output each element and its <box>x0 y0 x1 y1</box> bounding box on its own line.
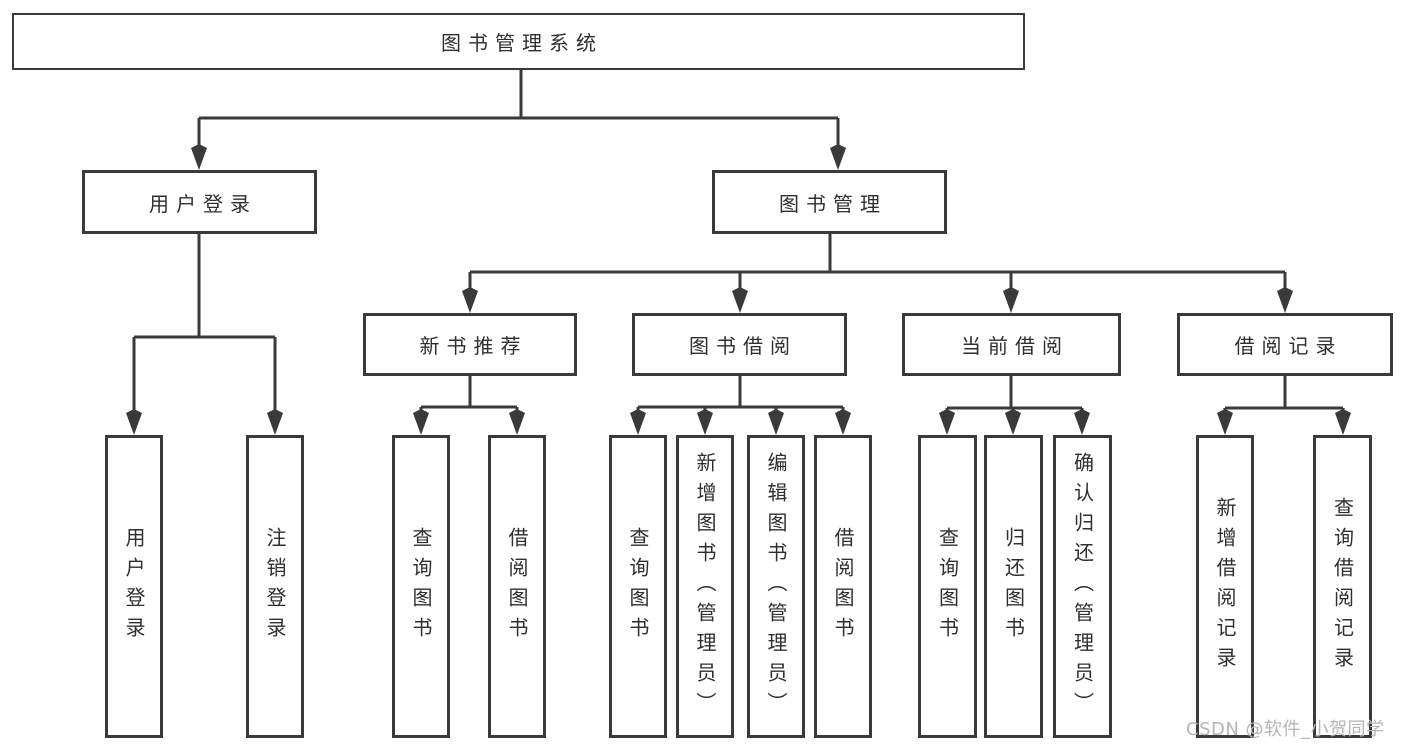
leaf-add-borrow-record: 新增借阅记录 <box>1196 435 1254 738</box>
node-label: 借阅图书 <box>505 526 529 647</box>
leaf-confirm-return-admin: 确认归还（管理员） <box>1053 435 1112 738</box>
arrow-down-icon <box>697 409 713 435</box>
leaf-query-book-current: 查询图书 <box>918 435 977 738</box>
arrow-down-icon <box>830 144 846 170</box>
node-current-borrow: 当前借阅 <box>902 313 1121 376</box>
connector-borrow-record-children <box>1223 376 1345 416</box>
arrow-down-icon <box>939 409 955 435</box>
arrow-down-icon <box>509 409 525 435</box>
leaf-borrow-book: 借阅图书 <box>814 435 872 738</box>
arrow-down-icon <box>1074 409 1090 435</box>
node-label: 图书管理系统 <box>441 31 603 55</box>
arrow-down-icon <box>768 409 784 435</box>
arrow-down-icon <box>1217 409 1233 435</box>
arrow-down-icon <box>191 144 207 170</box>
leaf-query-book-borrow: 查询图书 <box>609 435 667 738</box>
node-book-borrow: 图书借阅 <box>632 313 847 376</box>
arrow-down-icon <box>1005 409 1021 435</box>
arrow-down-icon <box>462 287 478 313</box>
node-label: 归还图书 <box>1001 526 1026 647</box>
arrow-down-icon <box>1335 409 1351 435</box>
node-label: 借阅记录 <box>1234 334 1343 358</box>
node-label: 新增图书（管理员） <box>693 451 717 722</box>
node-label: 图书借阅 <box>689 334 797 358</box>
arrow-down-icon <box>732 287 748 313</box>
arrow-down-icon <box>126 409 142 435</box>
node-label: 查询图书 <box>409 526 433 647</box>
leaf-logout: 注销登录 <box>246 435 304 738</box>
node-label: 当前借阅 <box>961 334 1069 358</box>
node-label: 新增借阅记录 <box>1213 496 1237 677</box>
connector-new-book-children <box>419 376 519 416</box>
node-label: 编辑图书（管理员） <box>764 451 788 722</box>
leaf-add-book-admin: 新增图书（管理员） <box>676 435 734 738</box>
arrow-down-icon <box>413 409 429 435</box>
node-label: 注销登录 <box>263 526 287 647</box>
arrow-down-icon <box>630 409 646 435</box>
arrow-down-icon <box>1277 287 1293 313</box>
node-label: 查询图书 <box>626 526 650 647</box>
node-label: 图书管理 <box>779 191 887 216</box>
leaf-user-login: 用户登录 <box>105 435 163 738</box>
arrow-down-icon <box>267 409 283 435</box>
node-library-system: 图书管理系统 <box>12 13 1025 70</box>
connector-book-borrow-children <box>636 376 845 416</box>
node-label: 用户登录 <box>122 526 146 647</box>
leaf-query-borrow-record: 查询借阅记录 <box>1313 435 1372 738</box>
node-borrow-records: 借阅记录 <box>1177 313 1393 376</box>
node-label: 新书推荐 <box>419 334 528 358</box>
connector-user-login-children <box>132 234 277 416</box>
arrow-down-icon <box>835 409 851 435</box>
watermark: CSDN @软件_小贺同学 <box>1186 719 1385 740</box>
arrowheads <box>126 144 1351 435</box>
leaf-edit-book-admin: 编辑图书（管理员） <box>747 435 805 738</box>
connector-book-mgmt-children <box>468 233 1287 294</box>
node-label: 借阅图书 <box>831 526 855 647</box>
connector-root-to-level2 <box>197 69 840 150</box>
node-label: 查询图书 <box>935 526 960 647</box>
node-new-book-recommend: 新书推荐 <box>363 313 577 376</box>
arrow-down-icon <box>1003 287 1019 313</box>
node-label: 用户登录 <box>149 191 257 216</box>
leaf-borrow-book-recommend: 借阅图书 <box>488 435 546 738</box>
leaf-return-book: 归还图书 <box>984 435 1043 738</box>
leaf-query-book-recommend: 查询图书 <box>392 435 450 738</box>
node-user-login: 用户登录 <box>82 170 317 234</box>
node-book-management: 图书管理 <box>712 170 947 234</box>
node-label: 查询借阅记录 <box>1330 496 1355 677</box>
node-label: 确认归还（管理员） <box>1070 451 1095 722</box>
